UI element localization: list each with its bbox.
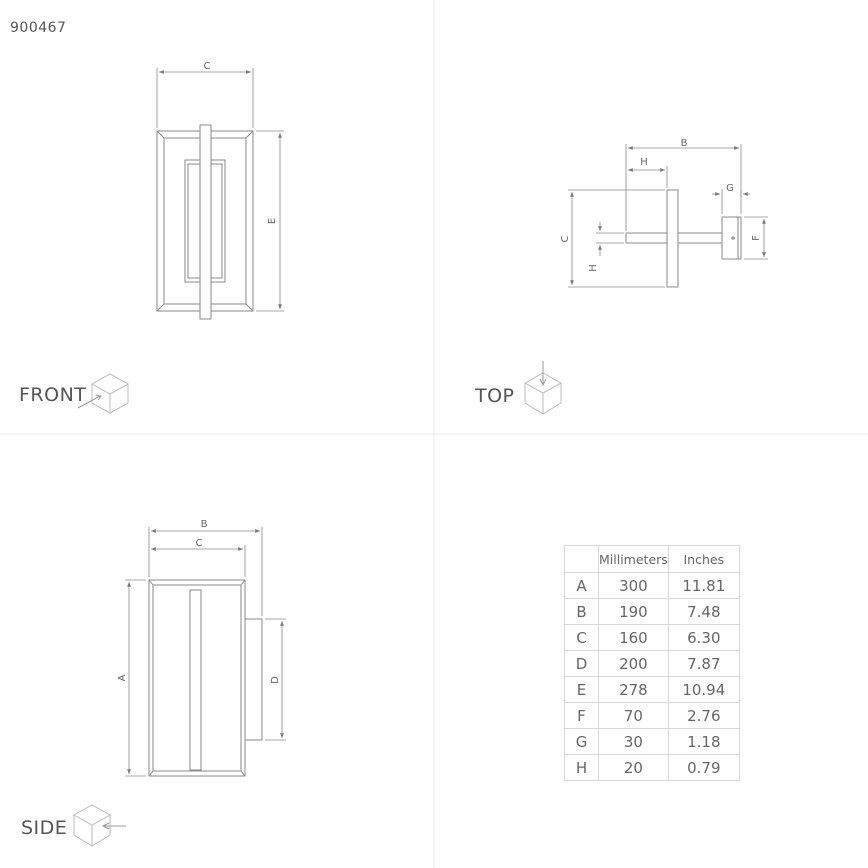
row-in: 10.94 (667, 676, 740, 703)
top-dimensions (568, 144, 768, 288)
side-dim-b: B (201, 519, 208, 530)
row-mm: 160 (598, 624, 669, 651)
front-view (156, 124, 254, 320)
front-dimensions (156, 68, 284, 312)
row-key: C (564, 624, 599, 651)
top-dim-h: H (640, 157, 648, 168)
top-dim-f: F (751, 235, 762, 241)
table-header-in: Inches (667, 545, 740, 573)
top-view (625, 189, 742, 288)
side-dim-a: A (117, 674, 128, 681)
row-key: E (564, 676, 599, 703)
row-mm: 300 (598, 572, 669, 599)
row-in: 2.76 (667, 702, 740, 729)
side-dim-c: C (196, 538, 203, 549)
row-in: 0.79 (667, 754, 740, 781)
row-key: D (564, 650, 599, 677)
product-code: 900467 (10, 20, 67, 36)
row-key: B (564, 598, 599, 625)
table-header-key (564, 545, 599, 573)
row-mm: 70 (598, 702, 669, 729)
top-view-label: TOP (475, 385, 515, 407)
row-in: 7.87 (667, 650, 740, 677)
top-dim-h-side: H (588, 264, 599, 272)
front-dim-c: C (204, 61, 211, 72)
row-mm: 30 (598, 728, 669, 755)
table-header-row: Millimeters Inches (564, 545, 740, 573)
side-view-label: SIDE (21, 817, 68, 839)
side-cube-icon (72, 804, 126, 847)
top-cube-icon (523, 361, 563, 415)
top-dim-b: B (681, 138, 688, 149)
side-dim-d: D (270, 676, 281, 684)
side-view (148, 579, 263, 777)
row-in: 7.48 (667, 598, 740, 625)
table-header-mm: Millimeters (598, 545, 669, 573)
row-mm: 190 (598, 598, 669, 625)
row-key: F (564, 702, 599, 729)
row-mm: 278 (598, 676, 669, 703)
row-key: H (564, 754, 599, 781)
top-dim-g: G (726, 183, 734, 194)
row-in: 6.30 (667, 624, 740, 651)
top-dim-c: C (560, 235, 571, 242)
front-dim-e: E (267, 218, 278, 224)
row-mm: 20 (598, 754, 669, 781)
row-key: G (564, 728, 599, 755)
row-key: A (564, 572, 599, 599)
front-view-label: FRONT (19, 384, 87, 406)
row-in: 11.81 (667, 572, 740, 599)
front-cube-icon (77, 373, 130, 414)
row-in: 1.18 (667, 728, 740, 755)
side-dimensions (125, 527, 286, 777)
row-mm: 200 (598, 650, 669, 677)
